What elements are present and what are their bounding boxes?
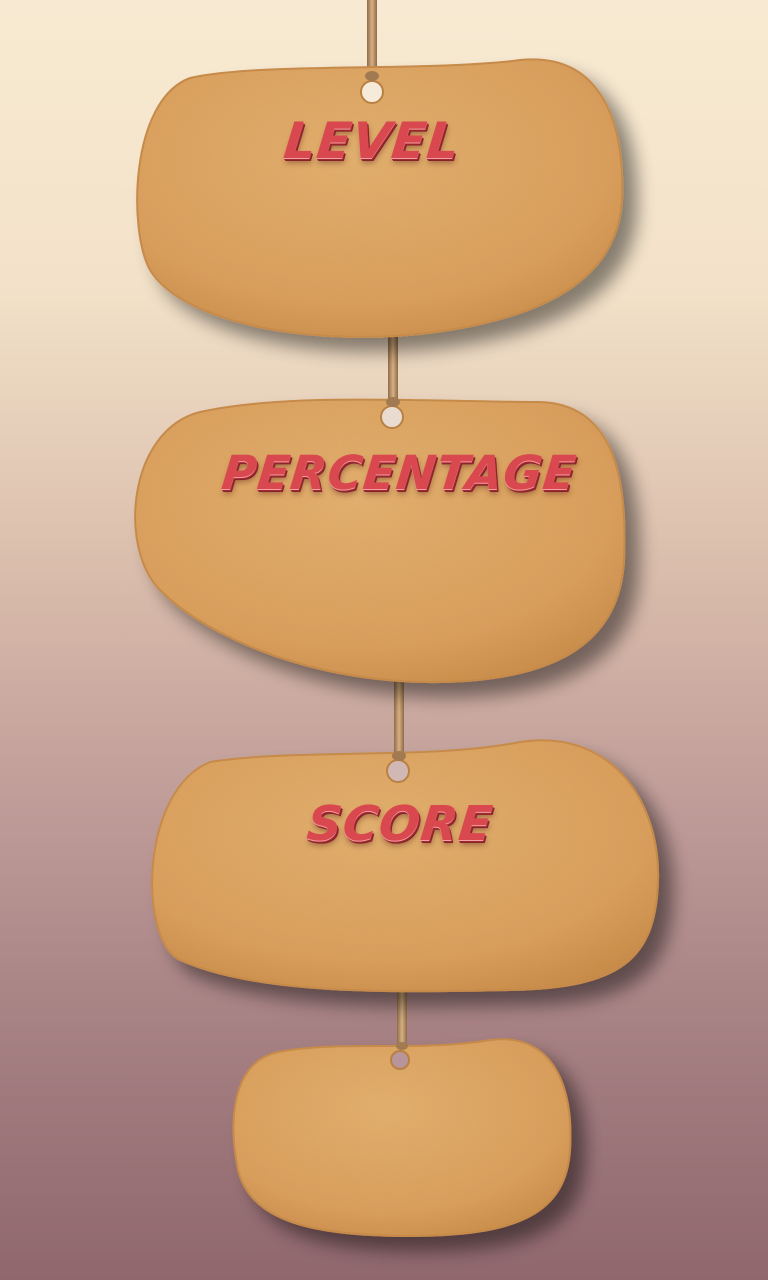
level-label: LEVEL xyxy=(281,112,463,170)
score-label: SCORE xyxy=(304,796,496,852)
rope-icon xyxy=(367,0,407,1054)
percentage-label: PERCENTAGE xyxy=(219,446,580,501)
